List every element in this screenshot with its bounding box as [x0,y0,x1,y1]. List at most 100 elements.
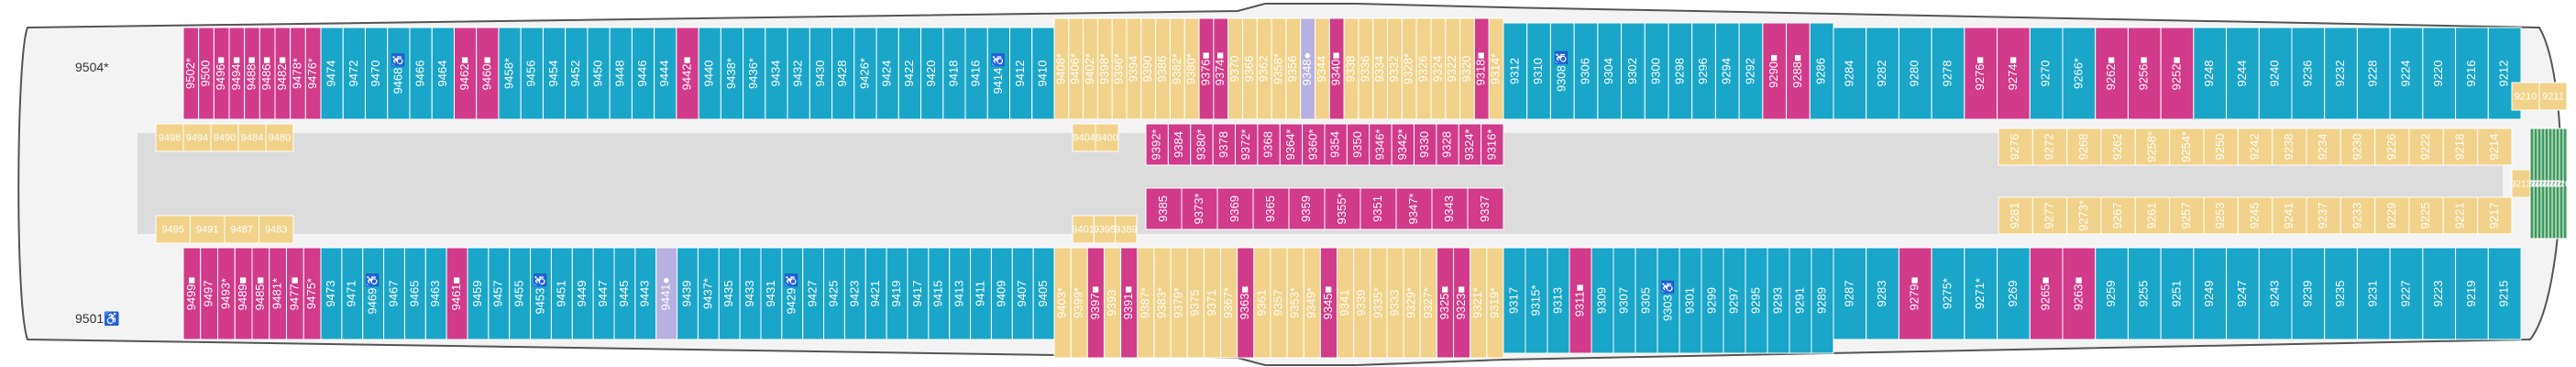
stern-green-label: 9201 [2540,179,2561,189]
top-outer-mid1-cabin [897,27,922,120]
bot-outer-center-label: 9361 [1254,290,1268,317]
stern-green-cabin [2562,128,2568,239]
bot-outer-aft-label: 9243 [2268,281,2282,307]
top-outer-center-label: 9320 [1459,56,1473,83]
top-outer-center-label: 9328* [1402,53,1415,84]
bot-outer-center-label: 9391■ [1121,285,1135,319]
top-outer-mid1-label: 9470 [369,61,382,87]
top-outer-mid2-cabin [1691,22,1716,120]
center-inner-top-label: 9404 [1073,133,1095,144]
bot-outer-aft-label: 9231 [2366,281,2380,307]
center-inner-col-top-label: 9324* [1462,129,1476,161]
top-outer-mid1-label: 9446 [635,61,649,87]
top-outer-mid1-cabin [431,27,455,120]
aft-inner-top-label: 9250 [2213,134,2227,161]
top-outer-mid2-label: 9302 [1625,58,1639,84]
bot-outer-aft-cabin [1833,247,1867,340]
top-outer-mid1-label: 9420 [924,61,938,87]
aft-inner-bot-label: 9221 [2452,203,2466,229]
bot-outer-aft-label: 9239 [2300,281,2314,307]
top-outer-aft-cabin [2422,27,2457,120]
top-outer-mid1-cabin [409,27,433,120]
fwd-inner-top-label: 9484 [241,133,263,144]
top-outer-center-label: 9358* [1271,53,1284,84]
top-outer-mid2-cabin [1597,22,1623,120]
top-outer-mid2-label: 9286 [1814,58,1828,84]
top-outer-mid1-cabin [875,27,899,120]
labels-layer: 9504* 9501♿ [75,60,120,327]
bot-outer-aft-label: 9223 [2431,281,2445,307]
center-inner-col-top-cabin [1391,123,1415,166]
top-outer-mid1-cabin [787,27,810,120]
top-outer-mid1-label: 9418 [946,61,960,87]
bot-outer-mid2-cabin [1503,247,1526,354]
bot-outer-center-label: 9375 [1188,290,1202,317]
bot-outer-mid1-label: 9407 [1015,281,1029,307]
bot-outer-mid1-label: 9473 [324,281,337,307]
aft-inner-bot-cabin [2237,196,2273,235]
top-outer-aft-label: 9232 [2333,61,2347,87]
top-outer-fwd-label: 9496■ [214,56,227,90]
bot-outer-center-label: 9325■ [1437,285,1451,319]
center-inner-col-bot-cabin [1288,187,1326,230]
top-outer-mid2-cabin [1714,22,1740,120]
center-inner-col-bot-label: 9365 [1263,195,1277,222]
top-outer-aft-label: 9224 [2398,61,2412,87]
top-outer-aft-cabin [2258,27,2293,120]
top-outer-center-label: 9370 [1227,56,1241,83]
bot-outer-aft-cabin [1866,247,1899,340]
bot-outer-aft-label: 9255 [2137,281,2151,307]
aft-inner-bot-cabin [2169,196,2205,235]
bot-outer-center-label: 9403* [1055,287,1069,318]
bot-outer-aft-label: 9227 [2398,281,2412,307]
top-outer-fwd-label: 9488■ [244,56,258,90]
center-inner-col-top-label: 9342* [1395,129,1409,161]
fwd-inner-top-label: 9498 [159,133,181,144]
aft-inner-bot-label: 9217 [2487,203,2501,229]
top-outer-center-label: 9408* [1053,53,1067,84]
aft-inner-top-label: 9268 [2076,134,2090,161]
bot-outer-mid2-label: 9301 [1682,287,1696,314]
bot-outer-mid2-cabin [1635,247,1658,354]
bot-outer-mid2-label: 9303♿ [1660,280,1674,321]
top-outer-aft-label: 9216 [2464,61,2478,87]
fwd-inner-top-cabin [210,123,239,152]
center-inner-bot-label: 9395 [1094,225,1116,236]
bot-outer-mid1-label: 9417 [910,281,924,307]
top-outer-mid2-cabin [1738,22,1764,120]
bot-outer-fwd-label: 9493* [218,278,232,309]
top-outer-aft-cabin [1898,27,1932,120]
stern-green-label: 9202 [2533,179,2554,189]
top-outer-center-label: 9376■ [1198,51,1212,85]
top-outer-center-label: 9318■ [1474,51,1488,85]
top-outer-aft-label: 9282 [1875,61,1888,87]
top-outer-mid1-label: 9412 [1013,61,1027,87]
aft-inner-top-label: 9222 [2418,134,2432,161]
aft-inner-bot-cabin [2306,196,2341,235]
center-inner-top-label: 9400 [1095,133,1117,144]
top-outer-mid1-cabin [631,27,655,120]
aft-inner-bot-label: 9253 [2213,203,2227,229]
center-inner-col-bot-cabin [1216,187,1254,230]
bot-outer-mid1-label: 9471 [345,281,358,307]
center-inner-col-bot-label: 9385 [1156,195,1170,222]
aft-inner-top-cabin [1998,128,2033,166]
bot-outer-fwd-label: 9485■ [253,276,267,310]
bot-outer-mid2-cabin [1569,247,1592,354]
top-outer-mid1-cabin [942,27,966,120]
top-outer-aft-label: 9236 [2300,61,2314,87]
top-outer-aft-label: 9284 [1842,61,1855,87]
fwd-inner-bot-label: 9491 [196,225,218,236]
aft-inner-bot-cabin [2408,196,2444,235]
top-outer-center-label: 9340■ [1329,51,1343,85]
bot-outer-mid1-label: 9455 [512,281,526,307]
bot-outer-mid2-label: 9313 [1550,287,1564,314]
top-outer-aft-cabin [2029,27,2064,120]
top-outer-aft-label: 9276■ [1973,56,1987,90]
center-inner-col-top-cabin [1436,123,1459,166]
top-outer-mid2-label: 9288■ [1790,54,1804,88]
center-inner-col-top-label: 9392* [1150,129,1163,161]
top-outer-mid1-label: 9452 [568,61,582,87]
bot-outer-mid2-label: 9297 [1726,287,1740,314]
top-outer-center-label: 9362 [1257,56,1271,83]
